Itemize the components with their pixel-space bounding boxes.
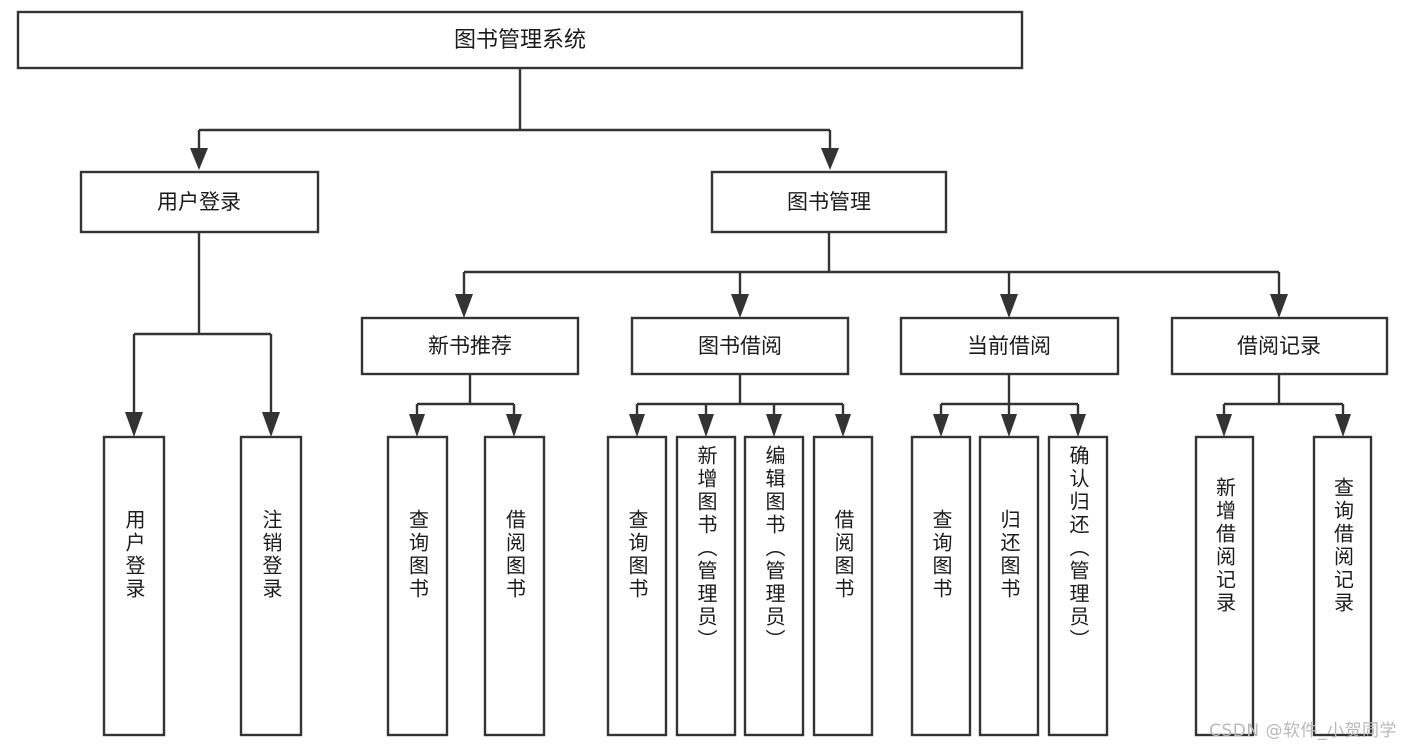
leaf-box-borrow-book-1[interactable]: [483, 435, 546, 737]
node-current-borrow-label: 当前借阅: [967, 334, 1051, 358]
leaf-box-user-login[interactable]: [102, 435, 166, 737]
leaf-box-edit-book[interactable]: [743, 435, 805, 737]
arrow-head-new-book-rec-1: [409, 414, 425, 437]
node-new-book-rec-label: 新书推荐: [428, 334, 512, 358]
leaf-box-confirm-return[interactable]: [1047, 435, 1109, 737]
node-book-borrow-box[interactable]: [630, 316, 850, 376]
arrow-head-new-book-rec-2: [506, 414, 522, 437]
node-user-login-label: 用户登录: [157, 190, 241, 214]
node-book-borrow[interactable]: 图书借阅: [630, 316, 850, 376]
leaf-box-add-record[interactable]: [1194, 435, 1255, 737]
arrow-head-current-borrow-2: [1001, 414, 1017, 437]
leaf-box-query-record[interactable]: [1312, 435, 1373, 737]
arrow-head-level3-3: [1000, 294, 1018, 318]
node-root[interactable]: 图书管理系统: [16, 10, 1024, 70]
node-borrow-record[interactable]: 借阅记录: [1170, 316, 1389, 376]
leaf-box-borrow-book-2[interactable]: [812, 435, 874, 737]
node-new-book-rec[interactable]: 新书推荐: [360, 316, 580, 376]
leaf-box-return-book[interactable]: [978, 435, 1040, 737]
node-new-book-rec-box[interactable]: [360, 316, 580, 376]
arrow-head-level2-2: [821, 148, 839, 170]
arrow-head-borrow-record-1: [1216, 414, 1232, 437]
node-current-borrow-box[interactable]: [899, 316, 1120, 376]
node-book-borrow-label: 图书借阅: [698, 334, 782, 358]
leaf-box-query-book-2[interactable]: [606, 435, 668, 737]
node-borrow-record-box[interactable]: [1170, 316, 1389, 376]
arrow-head-level3-2: [731, 294, 749, 318]
node-root-box[interactable]: [16, 10, 1024, 70]
arrow-head-borrow-record-2: [1335, 414, 1351, 437]
arrow-head-level3-4: [1270, 294, 1288, 318]
arrow-head-level3-1: [455, 294, 473, 318]
arrow-head-book-borrow-2: [698, 414, 714, 437]
arrow-head-user-login-1: [125, 412, 143, 437]
csdn-watermark: CSDN @软件_小贺同学: [1209, 721, 1397, 741]
arrow-head-current-borrow-3: [1070, 414, 1086, 437]
node-root-label: 图书管理系统: [454, 28, 586, 53]
leaf-box-user-logout[interactable]: [239, 435, 303, 737]
node-user-login[interactable]: 用户登录: [79, 170, 320, 234]
node-book-manage-box[interactable]: [710, 170, 948, 234]
arrow-head-book-borrow-4: [835, 414, 851, 437]
leaf-box-add-book[interactable]: [675, 435, 737, 737]
arrow-head-book-borrow-1: [629, 414, 645, 437]
leaf-box-query-book-1[interactable]: [386, 435, 449, 737]
leaf-box-query-book-3[interactable]: [910, 435, 972, 737]
node-borrow-record-label: 借阅记录: [1237, 334, 1321, 358]
arrow-head-level2-1: [190, 148, 208, 170]
node-current-borrow[interactable]: 当前借阅: [899, 316, 1120, 376]
node-book-manage[interactable]: 图书管理: [710, 170, 948, 234]
arrow-head-user-login-2: [262, 412, 280, 437]
arrow-head-current-borrow-1: [933, 414, 949, 437]
node-book-manage-label: 图书管理: [787, 190, 871, 214]
arrow-head-book-borrow-3: [766, 414, 782, 437]
